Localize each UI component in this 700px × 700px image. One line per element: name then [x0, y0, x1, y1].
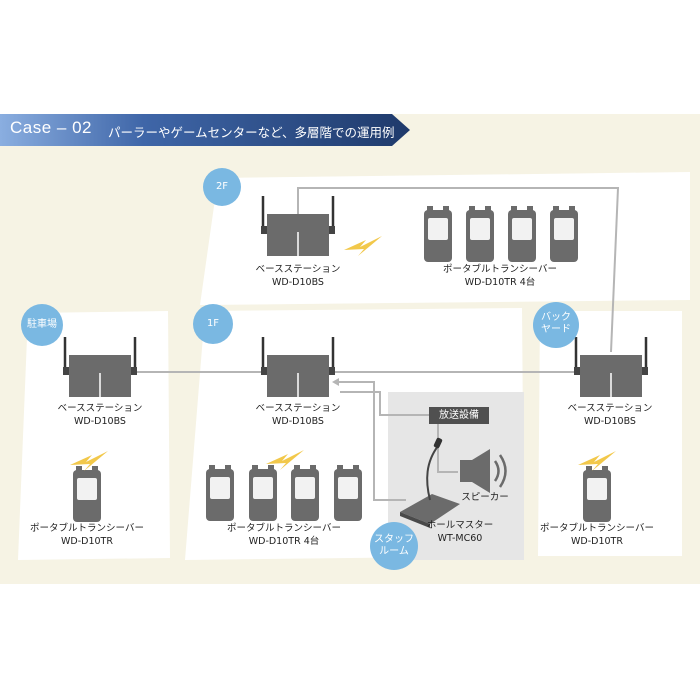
- transceiver-icon: [466, 206, 494, 262]
- transceiver-parking-model: WD-D10TR: [61, 536, 113, 547]
- badge-2f: [203, 168, 241, 206]
- transceiver-icon: [550, 206, 578, 262]
- transceiver-icon: [334, 465, 362, 521]
- base-station-1f-model: WD-D10BS: [272, 416, 324, 427]
- base-station-backyard-model: WD-D10BS: [584, 416, 636, 427]
- badge-backyard-label: バック ヤード: [541, 312, 571, 335]
- badge-1f: [193, 304, 233, 344]
- transceiver-2f-model: WD-D10TR 4台: [464, 277, 536, 288]
- transceiver-icon: [206, 465, 234, 521]
- transceiver-icon: [73, 466, 101, 522]
- transceiver-icon: [249, 465, 277, 521]
- transceiver-icon: [291, 465, 319, 521]
- hall-master-name: ホールマスター: [426, 520, 494, 531]
- transceiver-1f-name: ポータブルトランシーバー: [227, 523, 341, 534]
- base-station-2f-model: WD-D10BS: [272, 277, 324, 288]
- base-station-1f-name: ベースステーション: [255, 403, 341, 414]
- base-station-backyard-name: ベースステーション: [567, 403, 653, 414]
- badge-backyard: [533, 302, 579, 348]
- transceiver-icon: [508, 206, 536, 262]
- pa-system-label: 放送設備: [429, 407, 489, 424]
- badge-staff-label: スタッフ ルーム: [374, 534, 414, 557]
- badge-parking: [21, 304, 63, 346]
- base-station-parking-name: ベースステーション: [57, 403, 143, 414]
- base-station-parking-model: WD-D10BS: [74, 416, 126, 427]
- badge-staff: [370, 522, 418, 570]
- header-banner: [0, 114, 410, 146]
- microphone-icon: [400, 437, 460, 528]
- arrow-head: [332, 378, 339, 386]
- page-subtitle: パーラーやゲームセンターなど、多層階での運用例: [108, 125, 395, 140]
- transceiver-icon: [583, 466, 611, 522]
- badge-1f-label: 1F: [206, 318, 220, 329]
- hall-master-model: WT-MC60: [437, 533, 483, 544]
- connection-lines: [135, 187, 620, 501]
- base-station-2f-name: ベースステーション: [255, 264, 341, 275]
- transceiver-parking-name: ポータブルトランシーバー: [30, 523, 144, 534]
- speaker-label: スピーカー: [461, 492, 509, 503]
- badge-2f-label: 2F: [215, 181, 229, 192]
- transceiver-icon: [424, 206, 452, 262]
- transceiver-1f-model: WD-D10TR 4台: [248, 536, 320, 547]
- speaker-icon: [460, 449, 507, 493]
- transceiver-backyard-name: ポータブルトランシーバー: [540, 523, 654, 534]
- transceiver-backyard-model: WD-D10TR: [571, 536, 623, 547]
- transceiver-2f-name: ポータブルトランシーバー: [443, 264, 557, 275]
- badge-parking-label: 駐車場: [27, 319, 57, 330]
- case-label: Case – 02: [10, 118, 92, 137]
